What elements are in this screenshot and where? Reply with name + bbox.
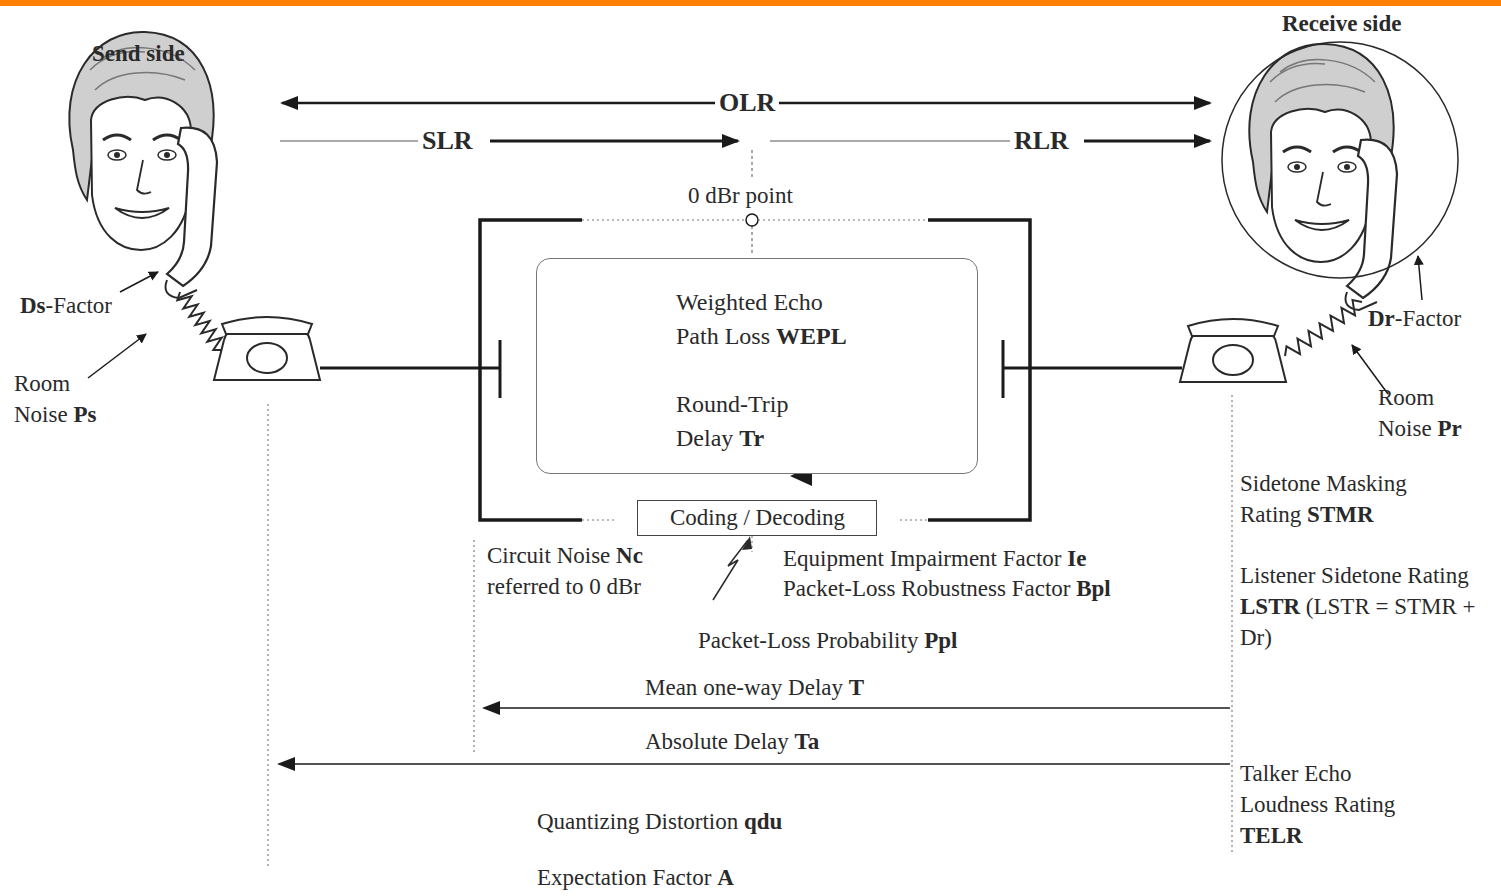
send-line [320,367,500,370]
label-text: Circuit Noise Nc referred to 0 dBr [487,540,682,602]
dotted-link [752,536,753,552]
top-bar [0,0,1501,6]
b-part: Send side [92,41,185,66]
label-text: SLR [418,125,477,156]
pointer-arrow [1418,256,1422,300]
b-part: SLR [422,126,473,155]
b-part: Ta [794,729,819,754]
b-part: A [717,865,734,890]
dotted-link [900,520,928,521]
label-text: Equipment Impairment Factor Ie [783,543,1086,574]
receive-line [1003,367,1182,370]
label-text: Room Noise Ps [14,368,124,430]
echo-delay-box: Weighted Echo Path Loss WEPL Round-Trip D… [536,258,978,474]
b-part: qdu [744,809,782,834]
label-text: Talker Echo Loudness Rating TELR [1240,758,1435,851]
label-text: OLR [715,87,779,118]
reference-line [752,226,753,255]
b-part: WEPL [776,323,847,349]
reference-line [1232,395,1233,852]
one-way-delay-arrow [484,707,1230,709]
b-part: Receive side [1282,11,1401,36]
receive-circle [1222,42,1458,278]
rlr-arrow [1084,140,1210,143]
b-part: Nc [616,543,643,568]
pointer-arrow [120,272,158,292]
b-part: Ps [73,402,96,427]
label-text: RLR [1010,125,1073,156]
b-part: Ds [20,293,46,318]
b-part: Bpl [1076,576,1111,601]
label-text: Listener Sidetone Rating LSTR (LSTR = ST… [1240,560,1498,653]
receive-phone [1180,319,1286,382]
reference-point [746,214,758,226]
slr-arrow [490,140,738,143]
receive-terminal [1002,340,1005,398]
label-text: 0 dBr point [684,180,797,211]
receive-person [1249,44,1397,310]
label-text: Absolute Delay Ta [645,726,819,757]
reference-line [752,150,753,178]
b-part: RLR [1014,126,1069,155]
send-terminal [499,340,502,398]
b-part: Dr [1368,306,1395,331]
node-text: Coding / Decoding [670,503,844,533]
b-part: Tr [739,425,764,451]
label-text: Packet-Loss Probability Ppl [698,625,957,656]
node-text: Round-Trip Delay Tr [676,387,826,455]
b-part: Ppl [924,628,957,653]
send-phone [214,317,320,380]
label-text: Send side [92,38,185,69]
pointer-arrow [88,334,146,378]
b-part: OLR [719,88,775,117]
b-part: Ie [1067,546,1086,571]
dotted-link [582,520,614,521]
label-text: Ds-Factor [20,290,112,321]
b-part: Pr [1437,416,1461,441]
b-part: TELR [1240,823,1303,848]
label-text: Quantizing Distortion qdu [537,806,782,837]
codec-box: Coding / Decoding [637,500,877,536]
slr-line [280,140,418,141]
label-text: Packet-Loss Robustness Factor Bpl [783,573,1111,604]
b-part: LSTR [1240,594,1300,619]
label-text: Sidetone Masking Rating STMR [1240,468,1465,530]
label-text: Expectation Factor A [537,862,734,893]
b-part: STMR [1307,502,1373,527]
label-text: Receive side [1282,8,1401,39]
label-text: Mean one-way Delay T [645,672,864,703]
b-part: T [849,675,864,700]
rlr-line [770,140,1010,141]
send-cord [177,292,222,350]
label-text: Room Noise Pr [1378,382,1488,444]
lightning-head [742,536,752,550]
node-text: Weighted Echo Path Loss WEPL [676,285,866,353]
receive-cord [1285,300,1362,356]
absolute-delay-arrow [279,763,1230,765]
label-text: Dr-Factor [1368,303,1461,334]
dotted-link [582,220,746,221]
reference-line [268,404,269,866]
reference-line [474,540,475,752]
send-person [69,32,217,298]
dotted-link [758,220,928,221]
